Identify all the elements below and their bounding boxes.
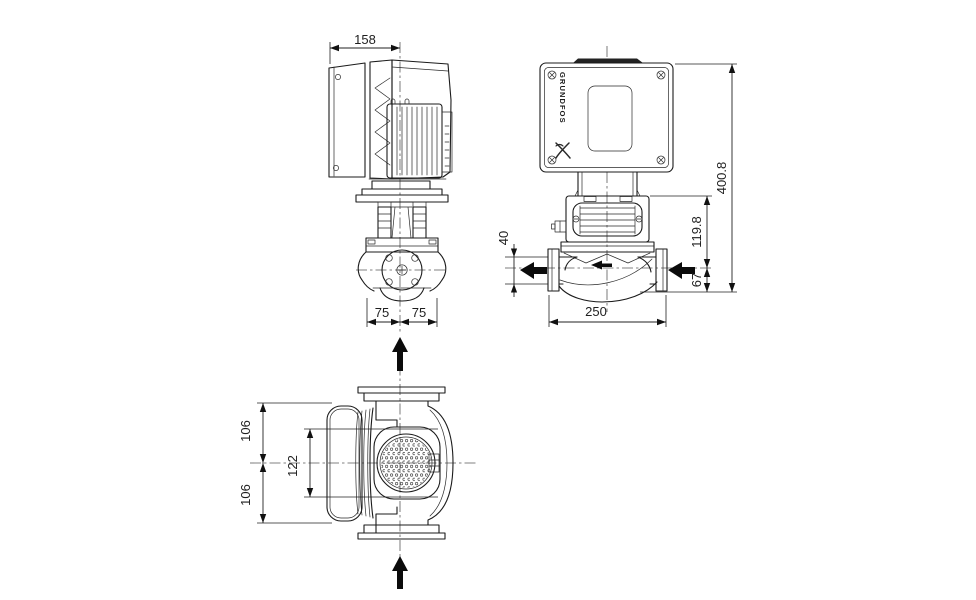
top-gasket xyxy=(573,58,643,63)
bolt-hole xyxy=(411,254,419,262)
dim-158-label: 158 xyxy=(354,32,376,47)
dim-port-flange-halves: 75 75 xyxy=(366,298,438,327)
hinge-tab xyxy=(619,196,633,202)
dim-box-halves: 106 106 xyxy=(238,402,332,524)
dim-port-to-port: 250 xyxy=(548,295,667,327)
port-flange-right xyxy=(655,248,668,292)
terminal-box xyxy=(328,61,371,179)
port-flange-face xyxy=(381,249,423,291)
top-port-flange xyxy=(357,386,446,402)
screw-icon xyxy=(572,215,580,223)
grundfos-logo-icon xyxy=(555,142,571,159)
dim-port-bore: 40 xyxy=(496,231,548,297)
arrowhead-right xyxy=(391,44,400,52)
side-view: 158 xyxy=(328,32,453,332)
volute-casing xyxy=(357,237,447,302)
bolt-head xyxy=(367,239,376,245)
terminal-box-top xyxy=(326,405,363,522)
control-box: GRUNDFOS xyxy=(539,58,674,173)
dim-motor-width: 158 xyxy=(329,32,400,64)
motor-neck xyxy=(574,171,641,197)
bottom-port-flange xyxy=(357,524,446,540)
volute-outline xyxy=(375,400,454,534)
grundfos-wordmark: GRUNDFOS xyxy=(558,72,567,124)
dim-75-right-label: 75 xyxy=(412,305,426,320)
screw-icon xyxy=(547,70,557,80)
lifting-lug xyxy=(390,98,410,105)
hinge-tab xyxy=(583,196,597,202)
nameplate-tab xyxy=(428,453,440,473)
flow-arrow-bottom xyxy=(392,556,408,589)
bolt-head xyxy=(428,239,437,245)
bolt-hole xyxy=(385,254,393,262)
flow-arrow-center xyxy=(591,260,612,270)
flow-arrow-top xyxy=(392,337,408,371)
dim-75-left-label: 75 xyxy=(375,305,389,320)
top-view: 106 106 122 xyxy=(238,337,477,589)
heatsink-fins xyxy=(369,59,393,180)
dim-400-8-label: 400.8 xyxy=(714,162,729,195)
dim-119-8-label: 119.8 xyxy=(689,216,704,248)
dim-stool-and-port-height: 119.8 67 xyxy=(640,195,737,293)
dim-40-label: 40 xyxy=(496,231,511,245)
dim-total-height: 400.8 xyxy=(675,63,737,292)
pump-head xyxy=(377,201,427,239)
motor-body xyxy=(368,59,453,180)
dim-fan-cover-width: 122 xyxy=(285,428,438,498)
display-window xyxy=(587,85,633,152)
bolt-hole xyxy=(411,278,419,286)
screw-icon xyxy=(335,74,341,80)
dim-67-label: 67 xyxy=(689,273,704,287)
arrowhead-left xyxy=(330,44,339,52)
port-flange-left xyxy=(547,248,560,292)
front-view: GRUNDFOS xyxy=(496,46,737,327)
screw-icon xyxy=(635,215,643,223)
flow-arrow-outlet xyxy=(520,262,547,279)
screw-icon xyxy=(656,70,666,80)
pump-housing xyxy=(547,248,668,303)
vent-plug xyxy=(551,220,567,233)
dim-250-label: 250 xyxy=(585,304,607,319)
mounting-flange xyxy=(355,180,449,203)
fan-cover xyxy=(373,426,441,500)
motor-stool xyxy=(551,195,655,253)
dim-122-label: 122 xyxy=(285,455,300,477)
screw-icon xyxy=(333,165,339,171)
bolt-hole xyxy=(385,278,393,286)
flow-arrow-inlet xyxy=(668,262,695,279)
dim-106-bottom-label: 106 xyxy=(238,484,253,506)
screw-icon xyxy=(656,155,666,165)
motor-fins xyxy=(355,407,374,519)
fan-grille xyxy=(381,438,431,488)
screw-icon xyxy=(547,155,557,165)
dim-106-top-label: 106 xyxy=(238,420,253,442)
